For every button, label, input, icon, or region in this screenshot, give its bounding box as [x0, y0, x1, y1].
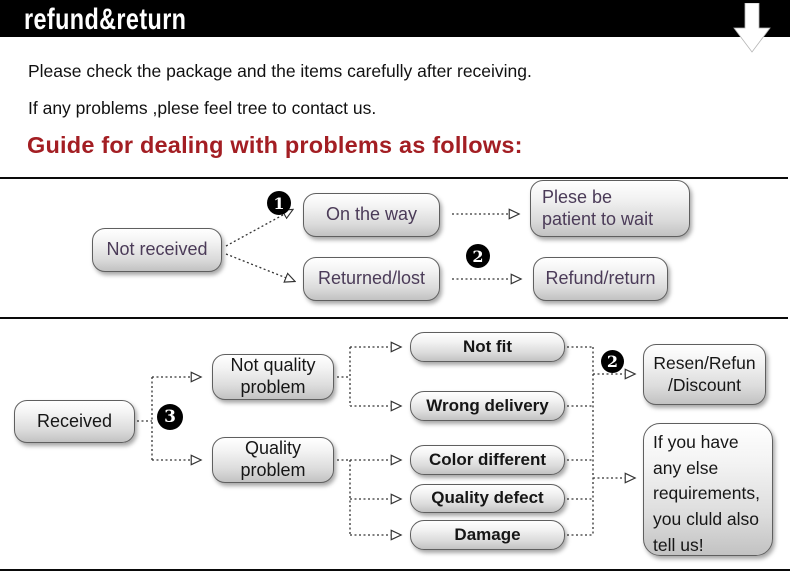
node-please-wait: Plese be patient to wait [530, 180, 690, 237]
node-on-the-way: On the way [303, 193, 440, 237]
node-quality-problem: Quality problem [212, 437, 334, 483]
badge-2-icon: 2 [466, 244, 490, 268]
node-wrong-delivery: Wrong delivery [410, 391, 565, 421]
divider-middle [0, 317, 788, 319]
node-refund-return: Refund/return [533, 257, 668, 301]
node-received: Received [14, 400, 135, 443]
down-arrow-icon [733, 3, 771, 53]
guide-heading: Guide for dealing with problems as follo… [27, 132, 523, 158]
node-damage: Damage [410, 520, 565, 550]
header-bar: refund&return [0, 0, 790, 37]
badge-1-icon: 1 [267, 191, 291, 215]
page-title: refund&return [24, 3, 187, 36]
divider-bottom [0, 569, 790, 571]
badge-2b-icon: 2 [601, 350, 624, 373]
badge-3-icon: 3 [157, 404, 183, 430]
node-not-fit: Not fit [410, 332, 565, 362]
node-more-requirements: If you have any else requirements, you c… [643, 423, 773, 556]
node-color-different: Color different [410, 445, 565, 475]
node-quality-defect: Quality defect [410, 484, 565, 513]
node-not-received: Not received [92, 228, 222, 272]
node-resend-refund-discount: Resen/Refun /Discount [643, 344, 766, 405]
intro-line-1: Please check the package and the items c… [28, 61, 532, 81]
divider-top [0, 177, 788, 179]
intro-line-2: If any problems ,plese feel tree to cont… [28, 98, 377, 118]
node-not-quality-problem: Not quality problem [212, 354, 334, 400]
node-returned-lost: Returned/lost [303, 257, 440, 301]
